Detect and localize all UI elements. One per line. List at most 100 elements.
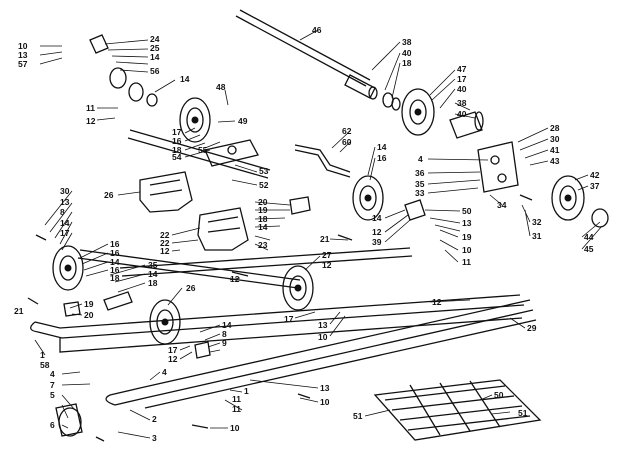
left-slide-rail [30,294,525,353]
label-47: 47 [457,64,467,74]
label-18d: 18 [148,278,158,288]
label-30b: 30 [60,186,70,196]
label-8b: 8 [60,207,65,217]
label-57: 57 [18,59,28,69]
label-5: 5 [50,390,55,400]
label-55: 55 [198,145,208,155]
cap-44 [591,208,609,228]
bracket-5 [55,403,83,437]
label-1b: 1 [244,386,249,396]
label-10b: 10 [230,423,240,433]
label-4c: 4 [418,154,423,164]
label-19: 19 [258,205,268,215]
label-40c: 40 [457,109,467,119]
label-40: 40 [402,48,412,58]
label-50b: 50 [494,390,504,400]
label-6: 6 [50,420,55,430]
label-35b: 35 [415,179,425,189]
part-number-labels: 10 13 57 24 25 14 56 14 11 12 48 49 17 1… [14,25,600,443]
label-30: 30 [550,134,560,144]
label-33: 33 [415,188,425,198]
right-slide-rail [105,299,537,409]
label-38b: 38 [457,98,467,108]
block-19 [63,301,81,317]
label-22b: 22 [160,238,170,248]
label-48: 48 [216,82,226,92]
label-12b: 12 [160,246,170,256]
label-9: 9 [222,338,227,348]
label-21b: 21 [320,234,330,244]
label-11c: 11 [462,257,471,267]
label-29: 29 [527,323,537,333]
label-14b: 14 [180,74,190,84]
label-43: 43 [550,156,560,166]
label-27: 27 [322,250,332,260]
label-26: 26 [104,190,114,200]
label-39: 39 [372,237,382,247]
tensioner-block-16-right [404,199,426,221]
label-42: 42 [590,170,600,180]
label-20b: 20 [84,310,94,320]
label-13e: 13 [60,197,70,207]
label-41: 41 [550,145,560,155]
label-13: 13 [18,50,28,60]
label-17d: 17 [284,314,294,324]
label-4: 4 [50,369,55,379]
label-12d: 12 [230,274,240,284]
spacer-38-upper [344,74,378,100]
spacer-38-right [449,111,484,139]
label-14e: 14 [60,218,70,228]
label-12c: 12 [168,354,178,364]
label-1: 1 [40,350,45,360]
track-clip-inset [373,379,542,441]
label-60: 60 [342,137,352,147]
idler-wheel-upper-right [401,88,435,136]
idler-wheel-bottom [149,299,181,345]
label-18e: 18 [402,58,412,68]
label-44: 44 [584,232,594,242]
label-24: 24 [150,34,160,44]
idler-wheel-far-right [551,175,585,221]
label-54: 54 [172,152,182,162]
label-50: 50 [462,206,472,216]
label-28: 28 [550,123,560,133]
label-16b: 16 [110,239,120,249]
label-14d: 14 [110,257,120,267]
label-22: 22 [160,230,170,240]
idler-wheel-27 [282,265,314,311]
label-19b: 19 [84,299,94,309]
label-11b: 11 [232,404,241,414]
label-19c: 19 [462,232,472,242]
block-20 [289,196,311,215]
label-32: 32 [532,217,542,227]
label-49: 49 [238,116,248,126]
label-13d: 13 [462,218,472,228]
label-16c: 16 [110,248,120,258]
label-13c: 13 [318,320,328,330]
idler-wheel-middle [352,175,384,221]
label-62: 62 [342,126,352,136]
label-13b: 13 [320,383,330,393]
label-23: 23 [258,240,268,250]
label-20: 20 [258,197,268,207]
label-10c: 10 [320,397,330,407]
label-34: 34 [497,200,507,210]
label-14i: 14 [372,213,382,223]
label-18: 18 [172,145,182,155]
label-14: 14 [150,52,160,62]
tensioner-block-center [194,341,211,359]
label-12g: 12 [322,260,332,270]
lower-mount-bracket-22 [197,207,249,251]
bolts [27,194,533,442]
label-8: 8 [222,329,227,339]
label-45: 45 [584,244,594,254]
label-10d: 10 [318,332,328,342]
label-14c: 14 [258,222,268,232]
label-56: 56 [150,66,160,76]
label-17e: 17 [457,74,467,84]
label-16e: 16 [377,153,387,163]
hub-assembly-24 [89,34,158,107]
label-10: 10 [18,41,28,51]
label-51: 51 [353,411,363,421]
